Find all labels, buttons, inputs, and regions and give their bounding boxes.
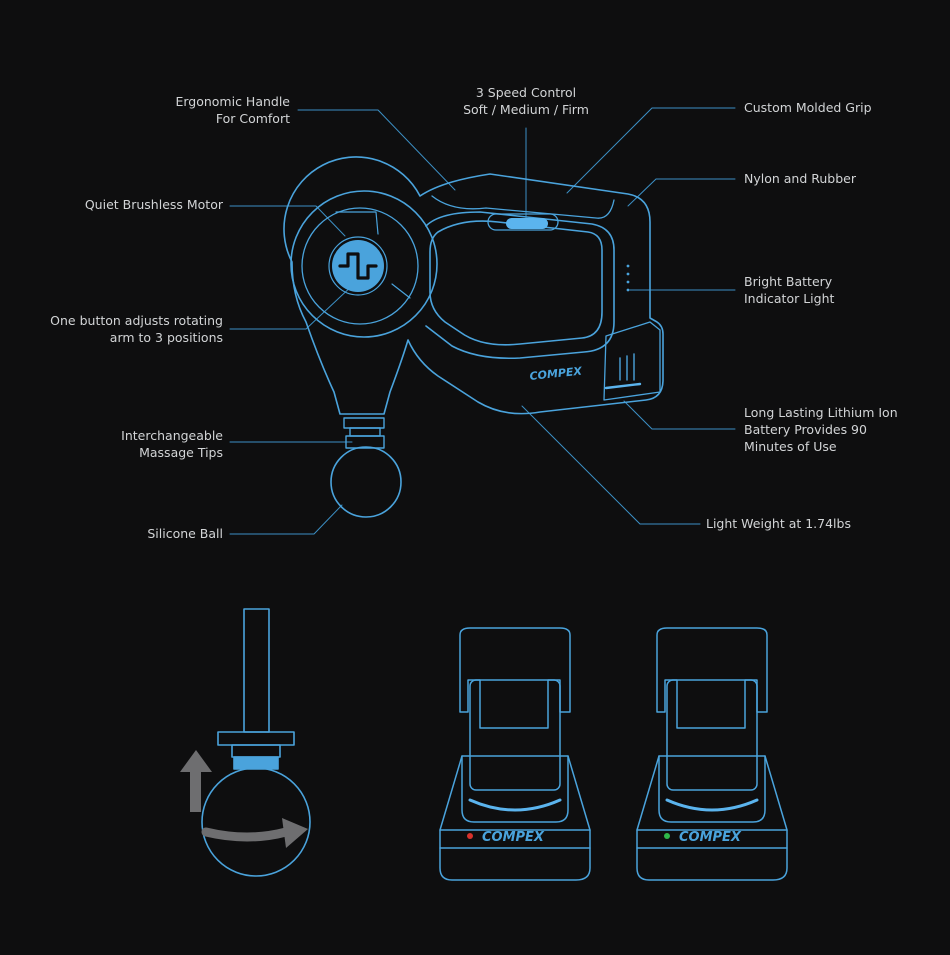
charging-dock-right (636, 627, 788, 881)
label-light-weight: Light Weight at 1.74lbs (706, 516, 851, 531)
label-custom-grip: Custom Molded Grip (744, 100, 872, 115)
tip-collar-middle (349, 427, 381, 437)
motor-arm-segment-2 (391, 283, 411, 299)
rotating-ball (201, 767, 311, 877)
motor-housing-outer (290, 190, 438, 338)
dock-left-battery-body (469, 679, 561, 791)
dock-right-base (636, 755, 788, 881)
arm-connector (231, 744, 281, 758)
gun-brand-logo: COMPEX (529, 365, 583, 383)
label-silicone-ball: Silicone Ball (147, 526, 223, 541)
speed-button (506, 218, 548, 229)
label-massage-tips: Interchangeable Massage Tips (121, 428, 223, 460)
massage-gun (283, 156, 664, 518)
tip-collar-bottom (345, 435, 385, 449)
arrow-rotate-icon (201, 818, 308, 848)
gun-outer-body (283, 156, 664, 415)
dock-left-led (467, 833, 473, 839)
label-rotating-arm: One button adjusts rotating arm to 3 pos… (50, 313, 223, 345)
dock-right-glow (665, 798, 759, 812)
speed-slot (487, 213, 559, 231)
leader-custom-grip (566, 107, 736, 194)
dock-left-well (461, 755, 569, 823)
label-brushless-motor: Quiet Brushless Motor (84, 197, 223, 212)
label-ergonomic-handle: Ergonomic Handle For Comfort (175, 94, 290, 126)
gun-handle-window (429, 220, 603, 346)
dock-right-battery-body (666, 679, 758, 791)
battery-grille (604, 353, 642, 390)
label-speed-control: 3 Speed Control Soft / Medium / Firm (463, 85, 589, 117)
motor-arm-segment (335, 211, 379, 235)
dock-left-glow (468, 798, 562, 812)
leader-lines (229, 107, 736, 535)
silicone-ball (330, 446, 402, 518)
charging-dock-left (439, 627, 591, 881)
leader-silicone-ball (229, 504, 343, 535)
dock-right-battery-cap (656, 627, 768, 729)
leader-brushless-motor (229, 205, 346, 237)
gun-grip-top (431, 195, 615, 219)
leader-light-weight (521, 405, 701, 525)
rotating-arm-illustration (201, 608, 311, 877)
label-battery-indicator: Bright Battery Indicator Light (744, 274, 835, 306)
battery-pack (603, 321, 661, 401)
gun-inner-rim (425, 211, 615, 360)
dock-right-well (658, 755, 766, 823)
dock-left-base (439, 755, 591, 881)
label-lithium-battery: Long Lasting Lithium Ion Battery Provide… (744, 405, 898, 454)
dock-left-battery-cap (459, 627, 571, 729)
arm-shaft (243, 608, 270, 733)
dock-left-logo: COMPEX (482, 830, 545, 845)
arm-connector-accent (233, 756, 279, 770)
arm-collar (217, 731, 295, 746)
tip-collar-top (343, 417, 385, 429)
compex-square-wave-icon (328, 236, 388, 296)
leader-lithium-battery (623, 400, 736, 430)
motor-housing-inner (301, 207, 419, 325)
leader-ergonomic-handle (297, 109, 456, 191)
dock-right-logo: COMPEX (679, 830, 742, 845)
label-nylon-rubber: Nylon and Rubber (744, 171, 856, 186)
battery-indicator-dots (626, 264, 630, 292)
arrow-up-icon (180, 750, 212, 812)
leader-rotating-arm (229, 282, 356, 330)
dock-right-led (664, 833, 670, 839)
